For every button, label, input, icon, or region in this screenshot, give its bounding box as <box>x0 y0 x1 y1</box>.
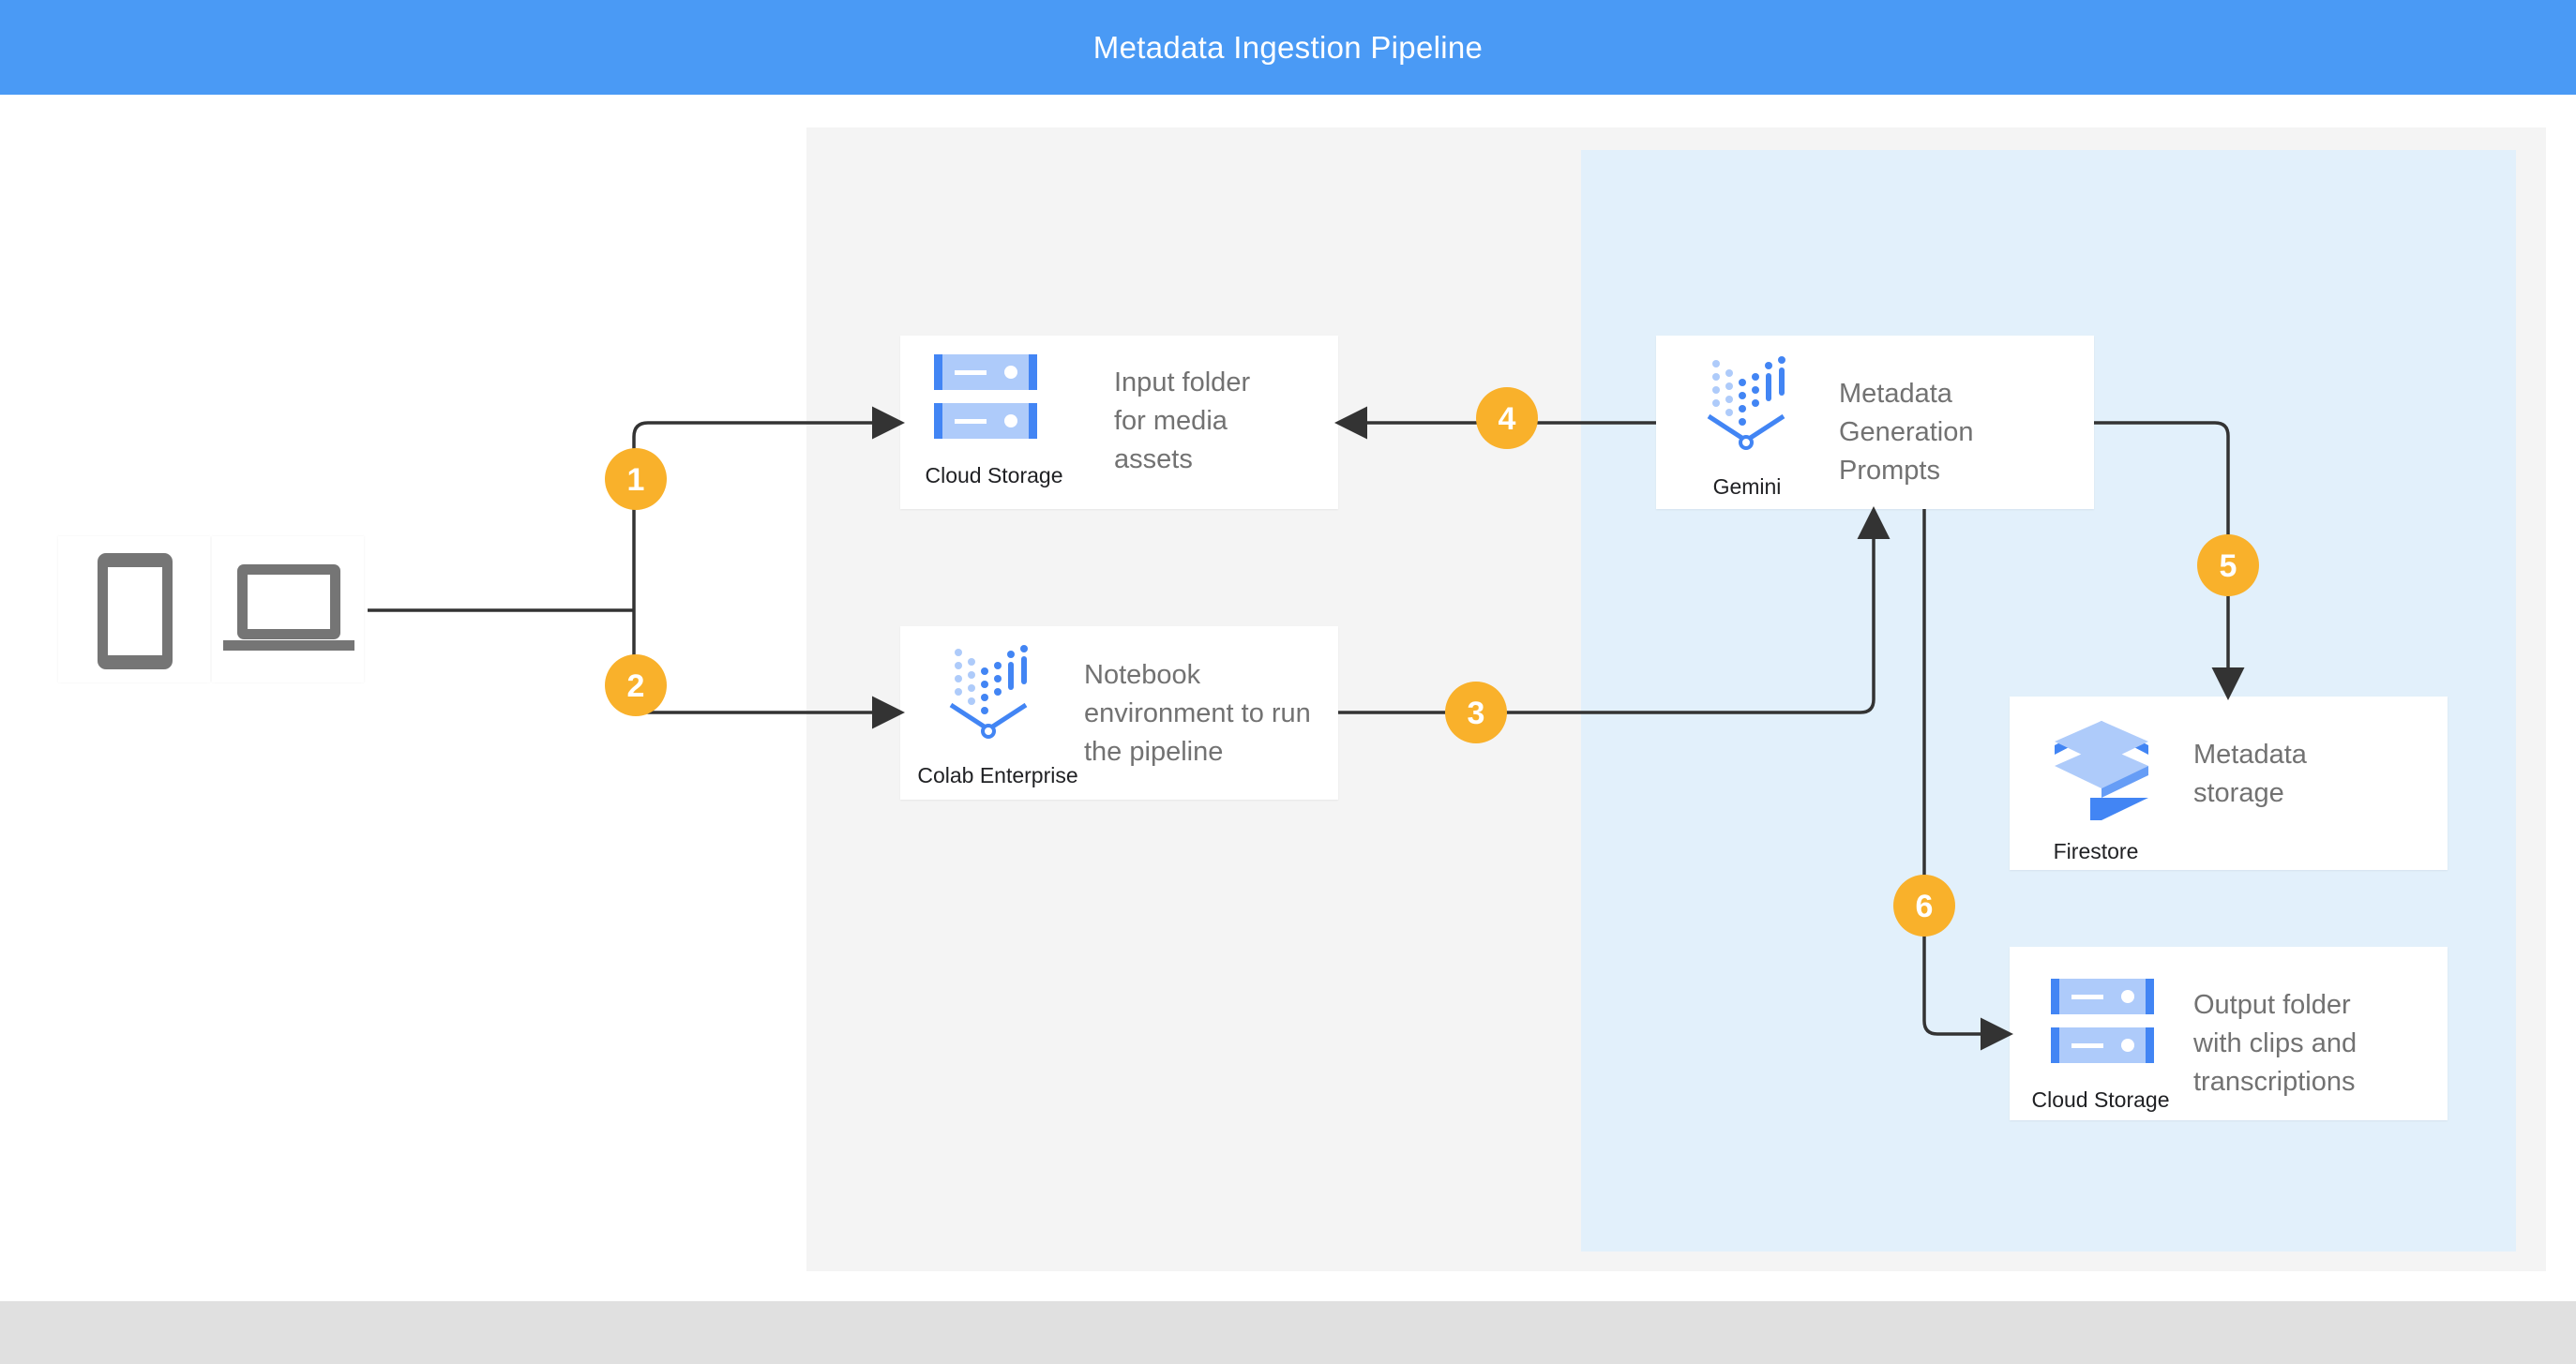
connector-step-3 <box>1338 506 1891 714</box>
footer-bar <box>0 1301 2576 1364</box>
input-storage-card: Cloud Storage Input folder for media ass… <box>900 336 1338 509</box>
connector-step-6 <box>1922 509 2013 1051</box>
step-number: 2 <box>627 668 645 704</box>
step-number: 6 <box>1916 889 1934 924</box>
service-label: Colab Enterprise <box>917 763 1078 787</box>
step-badge-2: 2 <box>605 654 667 716</box>
step-number: 5 <box>2220 548 2237 584</box>
phone-device <box>58 536 210 682</box>
connector-step-5 <box>2094 421 2245 700</box>
phone-icon <box>98 553 173 669</box>
cloud-storage-icon <box>934 354 1037 439</box>
firestore-card: Firestore Metadata storage <box>2010 697 2448 870</box>
connector-step-2 <box>632 610 905 729</box>
laptop-icon <box>223 564 354 651</box>
colab-enterprise-icon <box>949 645 1028 739</box>
gemini-icon <box>1707 356 1785 450</box>
step-badge-6: 6 <box>1893 875 1955 937</box>
gemini-card: Gemini Metadata Generation Prompts <box>1656 336 2094 509</box>
laptop-device <box>212 536 364 682</box>
node-description: Metadata storage <box>2193 740 2307 808</box>
step-badge-1: 1 <box>605 448 667 510</box>
step-number: 1 <box>627 462 645 498</box>
node-description: Output folder with clips and transcripti… <box>2193 990 2358 1097</box>
step-number: 4 <box>1499 401 1516 437</box>
output-storage-card: Cloud Storage Output folder with clips a… <box>2010 947 2448 1120</box>
step-badge-4: 4 <box>1476 387 1538 449</box>
service-label: Cloud Storage <box>2031 1087 2170 1112</box>
page-title: Metadata Ingestion Pipeline <box>0 0 2576 95</box>
service-label: Cloud Storage <box>925 463 1063 487</box>
service-label: Firestore <box>2053 839 2139 863</box>
cloud-storage-icon <box>2051 979 2154 1063</box>
step-badge-3: 3 <box>1445 682 1507 743</box>
node-description: Input folder for media assets <box>1114 367 1251 474</box>
node-description: Notebook environment to run the pipeline <box>1084 660 1311 767</box>
service-label: Gemini <box>1712 474 1782 499</box>
step-number: 3 <box>1468 696 1485 731</box>
colab-card: Colab Enterprise Notebook environment to… <box>900 626 1338 800</box>
connector-step-1 <box>632 406 905 610</box>
firestore-icon <box>2055 721 2148 820</box>
node-description: Metadata Generation Prompts <box>1839 379 1974 486</box>
step-badge-5: 5 <box>2197 534 2259 596</box>
